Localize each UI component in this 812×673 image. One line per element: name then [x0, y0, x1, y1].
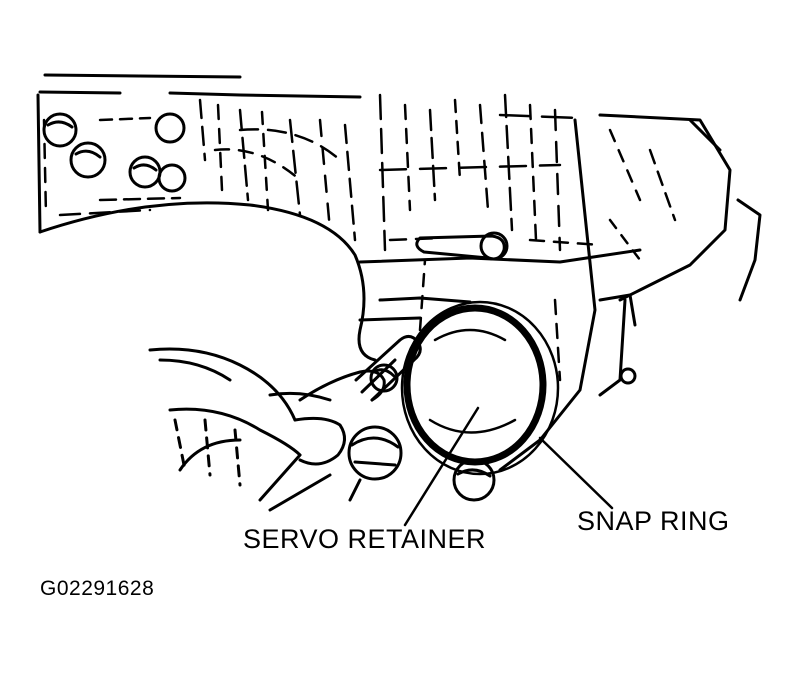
leader-lines — [405, 408, 612, 525]
case-slot — [417, 233, 507, 259]
snap-ring — [402, 302, 558, 474]
technician-hand — [40, 203, 384, 500]
transmission-case — [38, 95, 760, 470]
servo-retainer-label: SERVO RETAINER — [243, 524, 487, 554]
lower-bolts — [270, 427, 494, 510]
housing-top-edge — [40, 75, 360, 97]
figure-id: G02291628 — [40, 577, 155, 600]
case-bolts — [44, 114, 185, 191]
servo-retainer — [430, 330, 515, 433]
snap-ring-label: SNAP RING — [577, 506, 730, 536]
